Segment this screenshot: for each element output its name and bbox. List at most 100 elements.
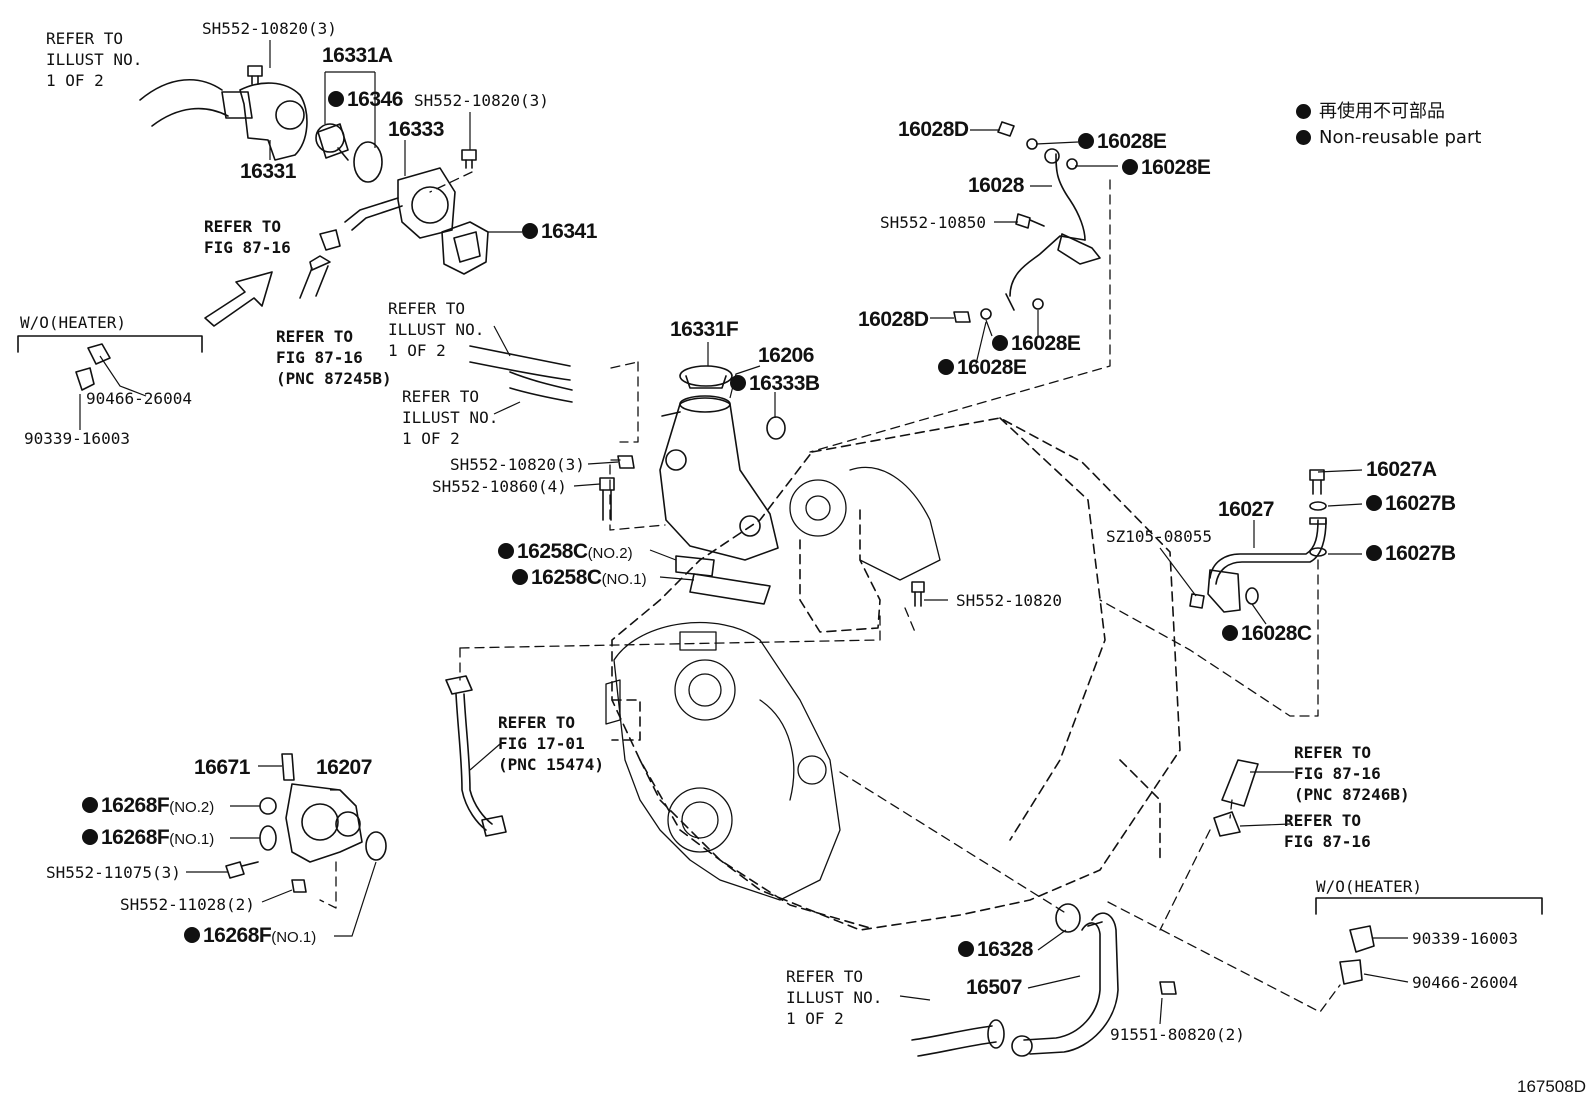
pipe-16028 xyxy=(1005,148,1101,311)
non-reusable-dot-icon xyxy=(1296,130,1311,145)
washer-16027B-a xyxy=(1309,501,1327,511)
part-16268F-no1b-suffix: (NO.1) xyxy=(271,929,317,946)
ref-fig-87-16-a: REFER TO FIG 87-16 xyxy=(204,217,291,257)
plug-90339-right xyxy=(1339,925,1375,985)
non-reusable-dot-icon xyxy=(1122,159,1138,175)
part-16341: 16341 xyxy=(522,220,597,244)
part-90466-26004-left: 90466-26004 xyxy=(86,389,192,408)
water-inlet-16331 xyxy=(221,82,308,161)
part-16027B-b-label: 16027B xyxy=(1385,542,1456,565)
part-16268F-no1b: 16268F(NO.1) xyxy=(184,924,316,950)
non-reusable-dot-icon xyxy=(82,797,98,813)
gasket-16341-inner xyxy=(453,231,481,263)
gasket-16268F-no1b xyxy=(365,831,387,861)
part-16333: 16333 xyxy=(388,118,444,141)
o-ring-16028C xyxy=(1245,587,1259,605)
part-16028C-label: 16028C xyxy=(1241,622,1312,645)
part-16028E-d-label: 16028E xyxy=(957,356,1027,379)
leader-lines xyxy=(79,40,1409,1025)
non-reusable-dot-icon xyxy=(522,223,538,239)
ref-fig-17-01: REFER TO FIG 17-01 (PNC 15474) xyxy=(498,713,604,774)
legend-jp-text: 再使用不可部品 xyxy=(1319,101,1445,122)
clamp-fig-87-16 xyxy=(319,229,341,251)
part-16258C-no2-suffix: (NO.2) xyxy=(587,545,633,562)
part-16028E-b: 16028E xyxy=(1122,156,1211,180)
bolt-sh552-top xyxy=(247,65,263,85)
part-16268F-no2: 16268F(NO.2) xyxy=(82,794,214,820)
part-16331: 16331 xyxy=(240,160,296,183)
bolt-sh552-10820-d xyxy=(911,581,925,607)
part-16333B: 16333B xyxy=(730,372,820,396)
thermostat-16346 xyxy=(315,123,349,161)
non-reusable-dot-icon xyxy=(1366,545,1382,561)
bolt-16028D-b xyxy=(953,311,971,323)
part-16268F-no2-suffix: (NO.2) xyxy=(169,799,215,816)
part-sh552-11028-2: SH552-11028(2) xyxy=(120,895,255,914)
part-16328: 16328 xyxy=(958,938,1033,962)
non-reusable-dot-icon xyxy=(1078,133,1094,149)
part-16331A: 16331A xyxy=(322,44,393,67)
wo-heater-right: W/O(HEATER) xyxy=(1316,877,1422,896)
bolt-16028D-a xyxy=(997,121,1015,137)
part-16507: 16507 xyxy=(966,976,1022,999)
part-16028E-d: 16028E xyxy=(938,356,1027,380)
washer-16028E-d xyxy=(1032,298,1044,310)
bolt-sh552-10850 xyxy=(1015,213,1045,229)
part-sh552-10860-4: SH552-10860(4) xyxy=(432,477,567,496)
engine-front-cover xyxy=(605,622,841,901)
gasket-16258C-no2 xyxy=(675,555,715,577)
part-16346: 16346 xyxy=(328,88,403,112)
part-16028E-c: 16028E xyxy=(992,332,1081,356)
part-16268F-no1a: 16268F(NO.1) xyxy=(82,826,214,852)
bolt-sz105-08055 xyxy=(1189,593,1205,609)
part-sz105-08055: SZ105-08055 xyxy=(1106,527,1212,546)
plug-90339-left xyxy=(75,343,111,391)
part-16268F-no1b-label: 16268F xyxy=(203,924,272,947)
part-sh552-10820-3-c: SH552-10820(3) xyxy=(450,455,585,474)
part-16027: 16027 xyxy=(1218,498,1274,521)
washer-16028E-c xyxy=(980,308,992,320)
part-sh552-10820-3-b: SH552-10820(3) xyxy=(414,91,549,110)
part-16028E-c-label: 16028E xyxy=(1011,332,1081,355)
non-reusable-dot-icon xyxy=(1222,625,1238,641)
part-sh552-11075-3: SH552-11075(3) xyxy=(46,863,181,882)
non-reusable-dot-icon xyxy=(938,359,954,375)
part-16027B-b: 16027B xyxy=(1366,542,1456,566)
ref-illust-top-left: REFER TO ILLUST NO. 1 OF 2 xyxy=(46,29,143,90)
part-sh552-10850: SH552-10850 xyxy=(880,213,986,232)
ref-fig-87-16-d: REFER TO FIG 87-16 xyxy=(1284,811,1371,851)
part-16333B-label: 16333B xyxy=(749,372,820,395)
part-16331F: 16331F xyxy=(670,318,739,341)
part-16341-label: 16341 xyxy=(541,220,597,243)
non-reusable-dot-icon xyxy=(184,927,200,943)
gasket-16268F-no2 xyxy=(259,797,277,815)
bracket-wo-heater-left xyxy=(17,335,203,353)
washer-16028E-b xyxy=(1066,158,1078,170)
part-16258C-no1: 16258C(NO.1) xyxy=(512,566,647,592)
ref-illust-bottom: REFER TO ILLUST NO. 1 OF 2 xyxy=(786,967,883,1028)
non-reusable-dot-icon xyxy=(1366,495,1382,511)
non-reusable-dot-icon xyxy=(498,543,514,559)
part-16028D-b: 16028D xyxy=(858,308,929,331)
part-90339-16003-left: 90339-16003 xyxy=(24,429,130,448)
hose-top-left xyxy=(139,79,229,127)
legend-jp: 再使用不可部品 xyxy=(1296,100,1445,124)
part-16028E-a: 16028E xyxy=(1078,130,1167,154)
part-91551-80820-2: 91551-80820(2) xyxy=(1110,1025,1245,1044)
ref-illust-mid-b: REFER TO ILLUST NO. 1 OF 2 xyxy=(402,387,499,448)
non-reusable-dot-icon xyxy=(512,569,528,585)
legend-en: Non-reusable part xyxy=(1296,126,1481,150)
bracket-wo-heater-right xyxy=(1315,897,1543,915)
part-16258C-no2: 16258C(NO.2) xyxy=(498,540,633,566)
part-16268F-no2-label: 16268F xyxy=(101,794,170,817)
bolt-16027A xyxy=(1309,469,1325,495)
illustration-number: 167508D xyxy=(1516,1077,1586,1096)
part-16028C: 16028C xyxy=(1222,622,1312,646)
hose-fig-87-16 xyxy=(299,255,331,299)
bolt-91551 xyxy=(1159,981,1177,995)
hose-bottom xyxy=(911,1019,1005,1057)
water-outlet-16206 xyxy=(659,395,779,561)
part-16027B-a: 16027B xyxy=(1366,492,1456,516)
non-reusable-dot-icon xyxy=(1296,104,1311,119)
part-16268F-no1a-suffix: (NO.1) xyxy=(169,831,215,848)
